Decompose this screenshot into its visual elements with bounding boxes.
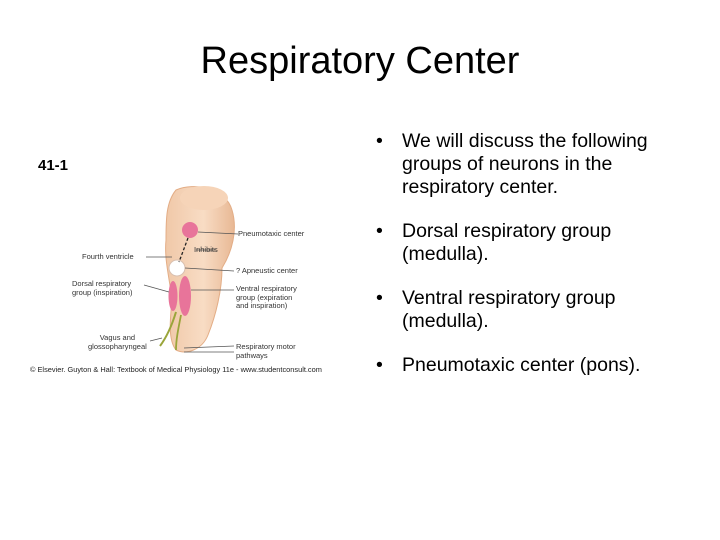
bullet-icon: • [376, 287, 383, 309]
bullet-item: •Pneumotaxic center (pons). [376, 354, 641, 376]
bullet-icon: • [376, 354, 383, 376]
callout-inhibits: Inhibits [194, 245, 218, 254]
callout-ventral-group: Ventral respiratory group (expiration an… [236, 284, 297, 310]
inhibit-arrow [178, 237, 189, 263]
bullet-item: •Dorsal respiratory group (medulla). [376, 220, 612, 265]
callout-apneustic: ? Apneustic center [236, 266, 298, 275]
pneumotaxic-center-shape [182, 222, 198, 238]
callout-fourth-ventricle: Fourth ventricle [82, 252, 134, 261]
callout-pneumotaxic: Pneumotaxic center [238, 229, 305, 238]
vagus-fiber-2 [175, 314, 182, 351]
bullet-icon: • [376, 130, 383, 152]
figure-credit: © Elsevier. Guyton & Hall: Textbook of M… [30, 365, 322, 374]
bullet-list: •We will discuss the following groups of… [370, 130, 700, 398]
vagus-fiber [159, 311, 177, 347]
bullet-item: •Ventral respiratory group (medulla). [376, 287, 616, 332]
dorsal-group-shape [168, 281, 178, 311]
callout-vagus: Vagus and glossopharyngeal [88, 333, 147, 351]
brainstem-illustration [143, 186, 239, 353]
ventral-group-shape [179, 276, 191, 316]
figure-label: 41-1 [38, 157, 69, 174]
callout-dorsal-group: Dorsal respiratory group (inspiration) [72, 279, 133, 297]
brainstem-figure: 41-1 [26, 150, 360, 382]
slide-title: Respiratory Center [200, 40, 520, 82]
bullet-icon: • [376, 220, 383, 242]
apneustic-center-shape [168, 259, 186, 277]
bullet-item: •We will discuss the following groups of… [376, 130, 648, 198]
callout-motor-pathways: Respiratory motor pathways [236, 342, 296, 360]
